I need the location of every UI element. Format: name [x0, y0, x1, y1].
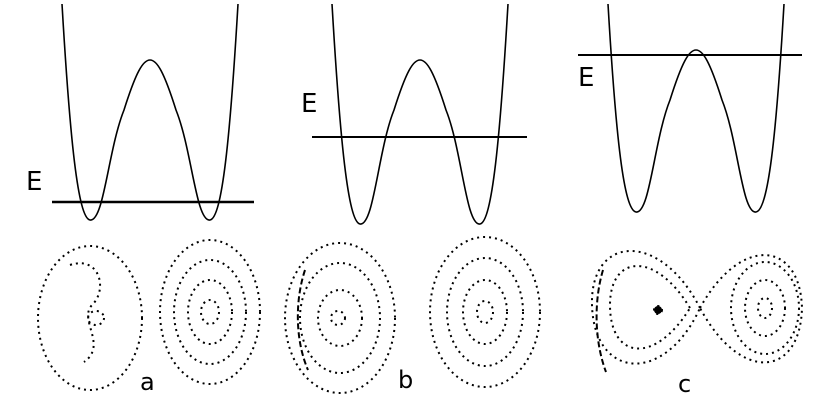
phase-portrait-left [37, 245, 143, 391]
panel-label: b [398, 366, 413, 394]
panel-label: a [140, 368, 155, 396]
energy-label: E [26, 167, 42, 197]
panel-c: E c [578, 3, 804, 398]
potential-curve [61, 3, 239, 221]
potential-curve [607, 3, 785, 213]
panel-label: c [678, 370, 691, 398]
phase-portrait-left [590, 250, 702, 373]
panel-b: E b [284, 3, 541, 394]
energy-label: E [578, 63, 594, 93]
energy-label: E [301, 89, 317, 119]
phase-portrait-right [159, 239, 261, 385]
potential-curve [331, 3, 509, 225]
phase-portrait-right [698, 254, 804, 364]
panel-a: E a [26, 3, 261, 396]
phase-portrait-right [429, 236, 541, 388]
phase-portrait-left [284, 242, 396, 394]
